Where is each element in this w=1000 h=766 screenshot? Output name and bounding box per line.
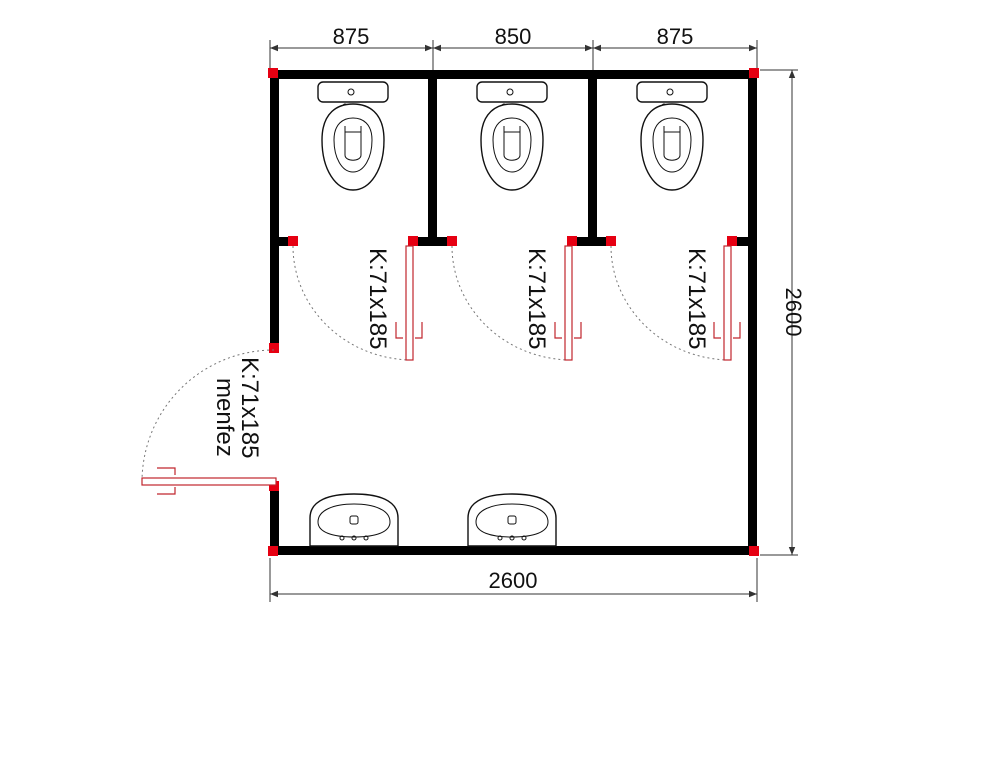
cabin-door-3-label: K:71x185	[683, 248, 710, 349]
cabin-door-2-label: K:71x185	[523, 248, 550, 349]
washbasin-2	[467, 493, 557, 547]
dim-top-3: 875	[657, 24, 694, 49]
toilet-2	[476, 81, 548, 191]
dim-bottom: 2600	[489, 568, 538, 593]
dimension-top: 875 850 875	[269, 24, 758, 70]
entrance-door-note: menfez	[211, 378, 238, 457]
cabin-door-2: K:71x185	[451, 245, 582, 361]
cabin-door-1-label: K:71x185	[364, 248, 391, 349]
corner-markers	[268, 68, 759, 556]
dim-top-1: 875	[333, 24, 370, 49]
dim-top-2: 850	[495, 24, 532, 49]
dimension-bottom: 2600	[269, 558, 758, 602]
dim-right: 2600	[781, 288, 806, 337]
entrance-door-label: K:71x185	[236, 357, 263, 458]
dimension-right: 2600	[760, 69, 806, 556]
entrance-door: K:71x185 menfez	[141, 349, 277, 495]
washbasin-1	[309, 493, 399, 547]
cabin-door-1: K:71x185	[292, 245, 423, 361]
toilet-1	[317, 81, 389, 191]
cabin-door-3: K:71x185	[610, 245, 741, 361]
toilet-3	[636, 81, 708, 191]
walls	[270, 70, 757, 555]
